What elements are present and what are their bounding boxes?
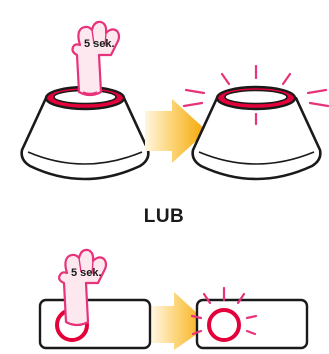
glowing-device-icon — [197, 300, 307, 348]
step-bottom-result — [192, 288, 307, 348]
step-top-result — [184, 66, 328, 179]
round-device-icon — [22, 87, 149, 179]
hand-pointing-down-icon — [73, 22, 120, 95]
press-duration-label: 5 sek. — [71, 267, 102, 279]
press-duration-label: 5 sek. — [84, 38, 115, 50]
glowing-device-icon — [193, 87, 321, 179]
step-top-press: 5 sek. — [22, 22, 149, 179]
or-separator-label: LUB — [144, 206, 185, 227]
rectangular-device-icon — [40, 300, 150, 348]
step-bottom-press: 5 sek. — [40, 250, 150, 348]
